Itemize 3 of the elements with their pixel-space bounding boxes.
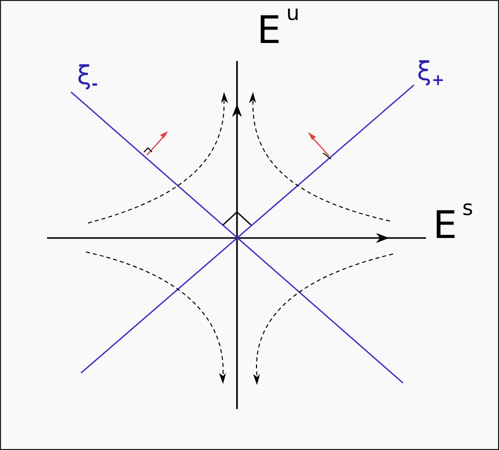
axis-label: E$^{u}$ bbox=[257, 11, 300, 49]
line-label: ξ$_{+}$ bbox=[417, 59, 445, 85]
line-label: ξ$_{-}$ bbox=[77, 63, 98, 89]
